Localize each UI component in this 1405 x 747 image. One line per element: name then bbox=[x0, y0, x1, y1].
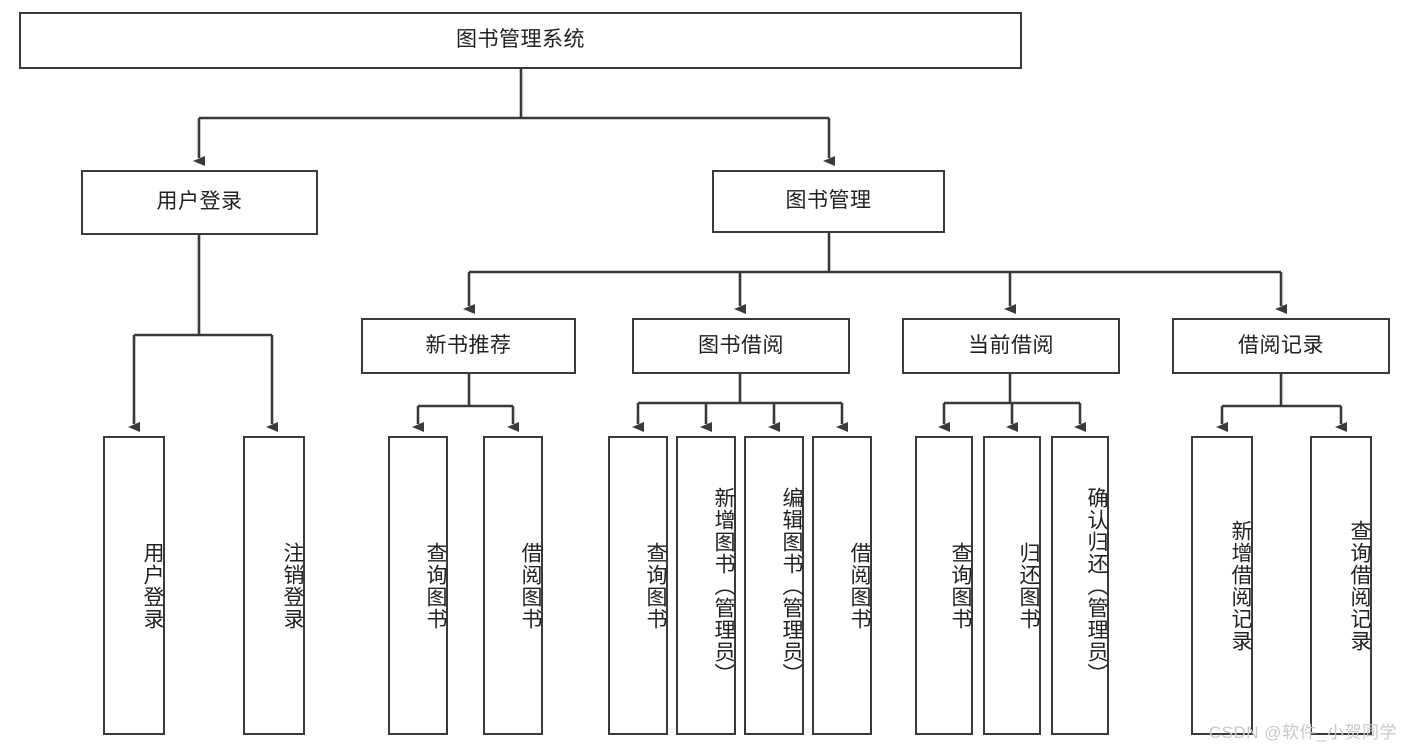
node-leaf-query-book-3[interactable]: 查询图书 bbox=[915, 436, 973, 735]
node-leaf-user-login-label: 用户登录 bbox=[141, 541, 164, 630]
node-user-login-label: 用户登录 bbox=[156, 190, 243, 214]
node-leaf-add-record-label: 新增借阅记录 bbox=[1229, 519, 1252, 652]
node-borrow-record[interactable]: 借阅记录 bbox=[1172, 318, 1390, 374]
node-leaf-query-book-1[interactable]: 查询图书 bbox=[388, 436, 448, 735]
node-leaf-add-record[interactable]: 新增借阅记录 bbox=[1191, 436, 1253, 735]
node-book-manage-label: 图书管理 bbox=[785, 189, 872, 213]
node-book-manage[interactable]: 图书管理 bbox=[712, 170, 945, 233]
node-leaf-query-book-3-label: 查询图书 bbox=[949, 541, 972, 630]
node-new-book-rec-label: 新书推荐 bbox=[425, 333, 512, 357]
node-leaf-confirm-return-label: 确认归还（管理员） bbox=[1085, 486, 1108, 685]
node-leaf-return-book-label: 归还图书 bbox=[1017, 541, 1040, 630]
node-leaf-query-record-label: 查询借阅记录 bbox=[1348, 519, 1371, 652]
node-book-borrow-label: 图书借阅 bbox=[698, 333, 784, 357]
node-user-login[interactable]: 用户登录 bbox=[81, 170, 318, 235]
node-leaf-borrow-book-1-label: 借阅图书 bbox=[519, 541, 542, 630]
node-leaf-edit-book-label: 编辑图书（管理员） bbox=[780, 486, 803, 685]
node-book-borrow[interactable]: 图书借阅 bbox=[632, 318, 850, 374]
node-borrow-record-label: 借阅记录 bbox=[1238, 333, 1324, 357]
node-leaf-borrow-book-1[interactable]: 借阅图书 bbox=[483, 436, 543, 735]
node-leaf-borrow-book-2-label: 借阅图书 bbox=[848, 541, 871, 630]
node-leaf-logout[interactable]: 注销登录 bbox=[243, 436, 305, 735]
node-root-label: 图书管理系统 bbox=[456, 28, 585, 52]
node-leaf-user-login[interactable]: 用户登录 bbox=[103, 436, 165, 735]
watermark: CSDN @软件_小贺同学 bbox=[1208, 723, 1397, 742]
node-leaf-query-record[interactable]: 查询借阅记录 bbox=[1310, 436, 1372, 735]
node-current-borrow[interactable]: 当前借阅 bbox=[902, 318, 1120, 374]
node-leaf-edit-book[interactable]: 编辑图书（管理员） bbox=[744, 436, 804, 735]
node-leaf-query-book-2[interactable]: 查询图书 bbox=[608, 436, 668, 735]
node-leaf-query-book-2-label: 查询图书 bbox=[644, 541, 667, 630]
node-leaf-confirm-return[interactable]: 确认归还（管理员） bbox=[1051, 436, 1109, 735]
node-leaf-add-book[interactable]: 新增图书（管理员） bbox=[676, 436, 736, 735]
node-leaf-logout-label: 注销登录 bbox=[281, 541, 304, 630]
node-root[interactable]: 图书管理系统 bbox=[19, 12, 1022, 69]
node-new-book-rec[interactable]: 新书推荐 bbox=[361, 318, 576, 374]
node-current-borrow-label: 当前借阅 bbox=[968, 333, 1054, 357]
node-leaf-return-book[interactable]: 归还图书 bbox=[983, 436, 1041, 735]
node-leaf-query-book-1-label: 查询图书 bbox=[424, 541, 447, 630]
node-leaf-borrow-book-2[interactable]: 借阅图书 bbox=[812, 436, 872, 735]
node-leaf-add-book-label: 新增图书（管理员） bbox=[712, 486, 735, 685]
